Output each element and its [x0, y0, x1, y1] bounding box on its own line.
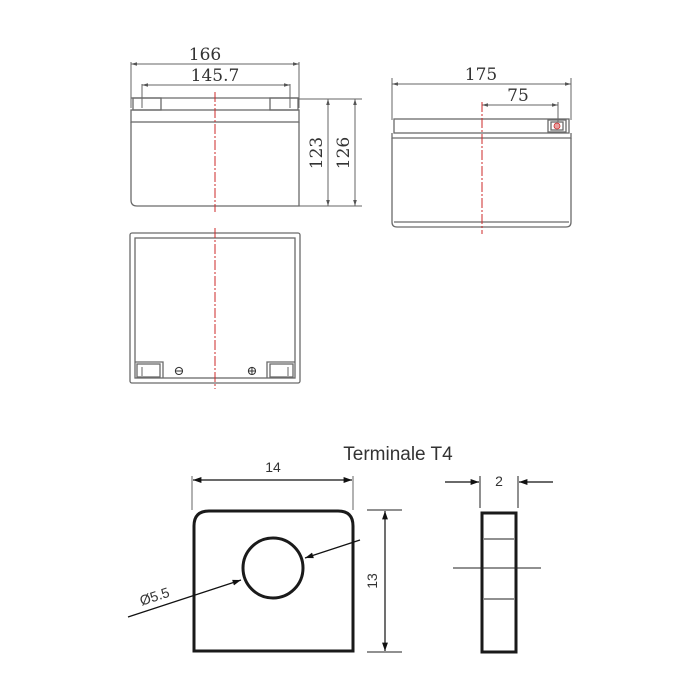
terminal-left-front [132, 97, 162, 111]
battery-case-front [130, 122, 300, 207]
positive-terminal-icon: ⊕ [247, 364, 258, 379]
top-view: ⊖ ⊕ [129, 228, 301, 389]
dim-length-label: 175 [465, 65, 497, 85]
terminal-detail: Terminale T4 14 Ø5.5 13 2 [127, 444, 553, 654]
dim-height-case-label: 123 [307, 137, 327, 169]
terminal-title: Terminale T4 [343, 444, 453, 465]
dim-terminal-thickness-label: 2 [495, 473, 503, 489]
dim-terminal-height-label: 13 [364, 573, 380, 589]
terminal-hole [241, 536, 305, 600]
dim-width-label: 166 [189, 45, 221, 65]
terminal-profile [480, 511, 518, 654]
dim-terminal-offset-label: 75 [507, 86, 529, 106]
dim-height-total-label: 126 [334, 137, 354, 169]
dim-terminal-width-label: 14 [265, 459, 281, 475]
front-view: 166 145.7 123 126 [130, 45, 362, 212]
terminal-right-front [269, 97, 299, 111]
terminal-bolt-icon [553, 122, 561, 130]
terminal-side [547, 119, 567, 133]
terminal-plate [192, 509, 355, 653]
dim-terminal-span-label: 145.7 [191, 66, 240, 86]
side-view: 175 75 [391, 65, 572, 234]
negative-terminal-icon: ⊖ [174, 364, 185, 379]
